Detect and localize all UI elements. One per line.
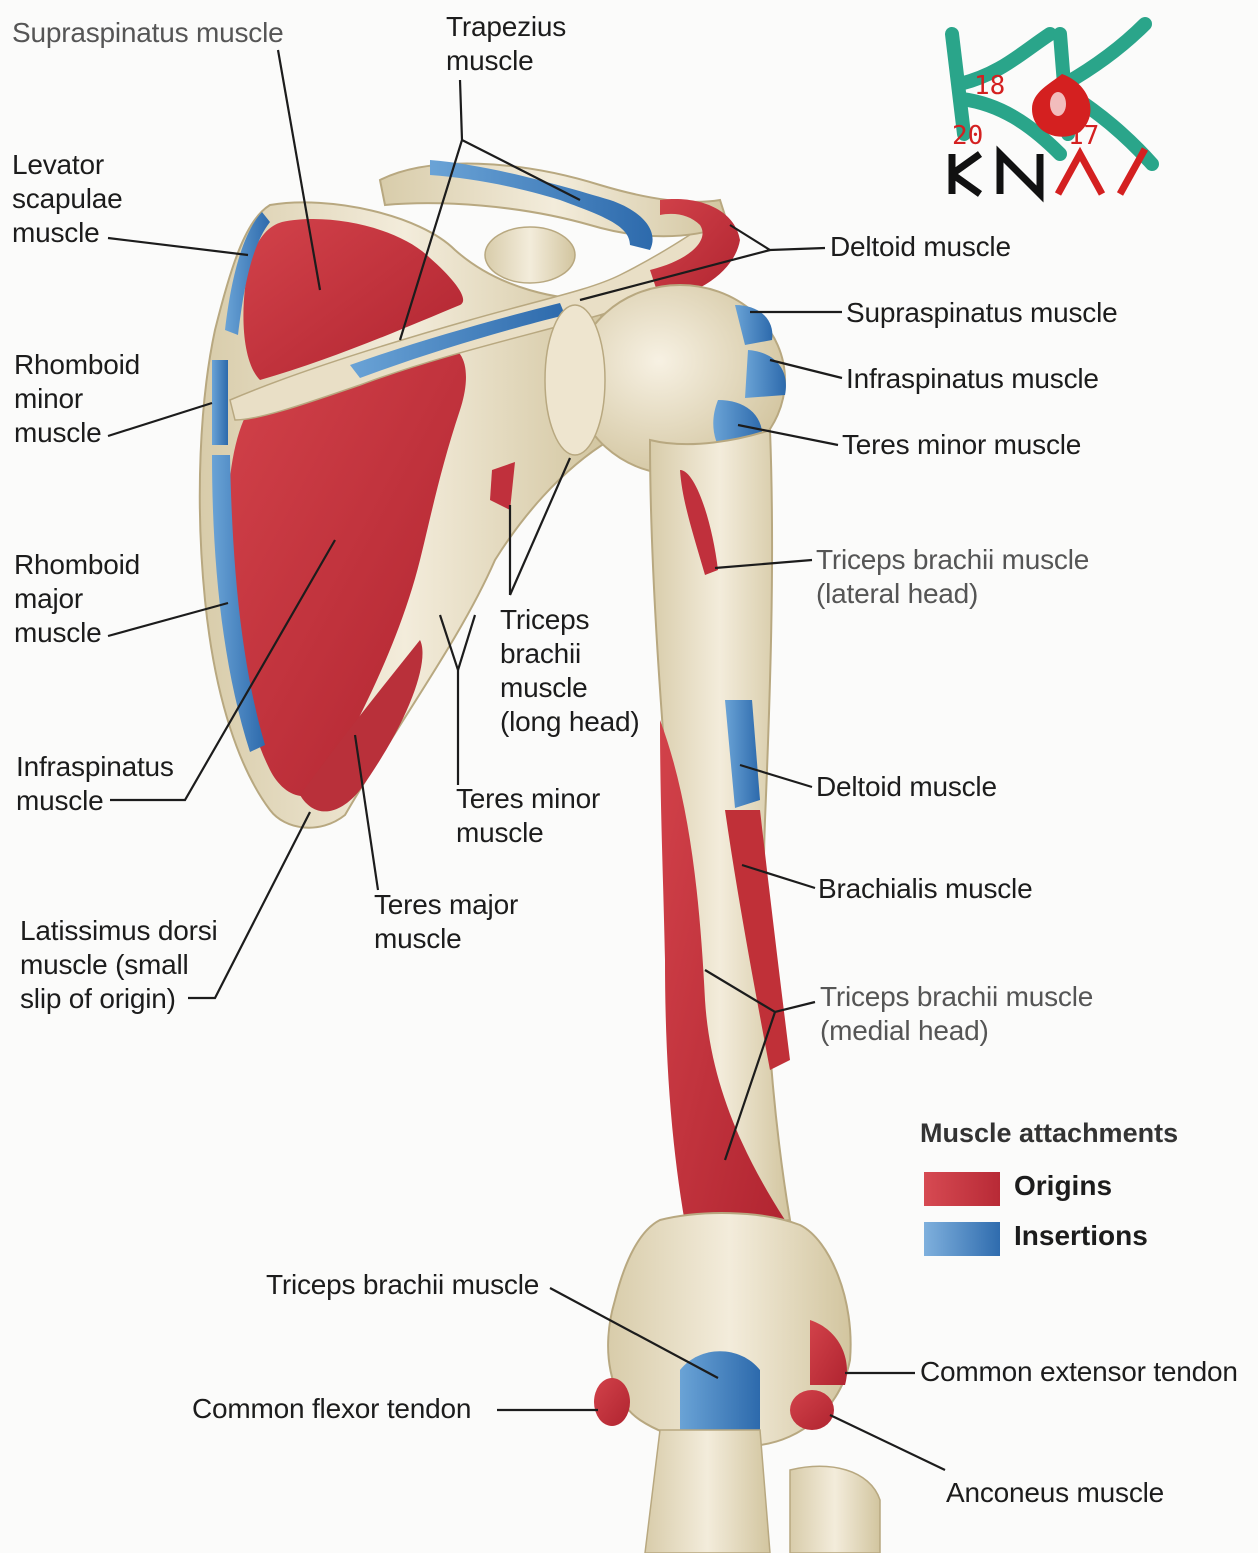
label-common-extensor: Common extensor tendon xyxy=(920,1355,1238,1389)
label-triceps-long-head: Triceps brachii muscle (long head) xyxy=(500,603,639,739)
svg-text:20: 20 xyxy=(952,121,983,151)
label-infraspinatus-left: Infraspinatus muscle xyxy=(16,750,174,818)
legend-title: Muscle attachments xyxy=(920,1118,1178,1149)
ulna xyxy=(645,1430,770,1553)
svg-text:17: 17 xyxy=(1068,121,1099,151)
label-infraspinatus-right: Infraspinatus muscle xyxy=(846,362,1099,396)
label-deltoid-top: Deltoid muscle xyxy=(830,230,1011,264)
label-trapezius: Trapezius muscle xyxy=(446,10,566,78)
label-latissimus-dorsi: Latissimus dorsi muscle (small slip of o… xyxy=(20,914,218,1016)
label-rhomboid-major: Rhomboid major muscle xyxy=(14,548,140,650)
svg-text:18: 18 xyxy=(974,71,1005,101)
label-teres-minor-center: Teres minor muscle xyxy=(456,782,600,850)
label-anconeus: Anconeus muscle xyxy=(946,1476,1164,1510)
label-brachialis: Brachialis muscle xyxy=(818,872,1032,906)
kna-logo: 18 20 17 xyxy=(940,14,1160,204)
label-teres-minor-right: Teres minor muscle xyxy=(842,428,1081,462)
label-rhomboid-minor: Rhomboid minor muscle xyxy=(14,348,140,450)
glenoid xyxy=(545,305,605,455)
label-common-flexor: Common flexor tendon xyxy=(192,1392,471,1426)
legend-label-insertions: Insertions xyxy=(1014,1220,1148,1252)
label-levator-scapulae: Levator scapulae muscle xyxy=(12,148,122,250)
legend-label-origins: Origins xyxy=(1014,1170,1112,1202)
label-supraspinatus-left: Supraspinatus muscle xyxy=(12,16,283,50)
label-triceps-bottom: Triceps brachii muscle xyxy=(266,1268,539,1302)
legend-swatch-insertions xyxy=(924,1222,1000,1256)
rhomboid-minor-insertion xyxy=(212,360,228,445)
legend-swatch-origins xyxy=(924,1172,1000,1206)
anconeus-origin xyxy=(790,1390,834,1430)
label-teres-major: Teres major muscle xyxy=(374,888,518,956)
label-triceps-medial-head: Triceps brachii muscle (medial head) xyxy=(820,980,1093,1048)
legend: Muscle attachments Origins Insertions xyxy=(920,1118,1200,1268)
common-flexor-origin xyxy=(594,1378,630,1426)
label-deltoid-lower: Deltoid muscle xyxy=(816,770,997,804)
label-triceps-lateral-head: Triceps brachii muscle (lateral head) xyxy=(816,543,1089,611)
label-supraspinatus-right: Supraspinatus muscle xyxy=(846,296,1117,330)
coracoid xyxy=(485,227,575,283)
